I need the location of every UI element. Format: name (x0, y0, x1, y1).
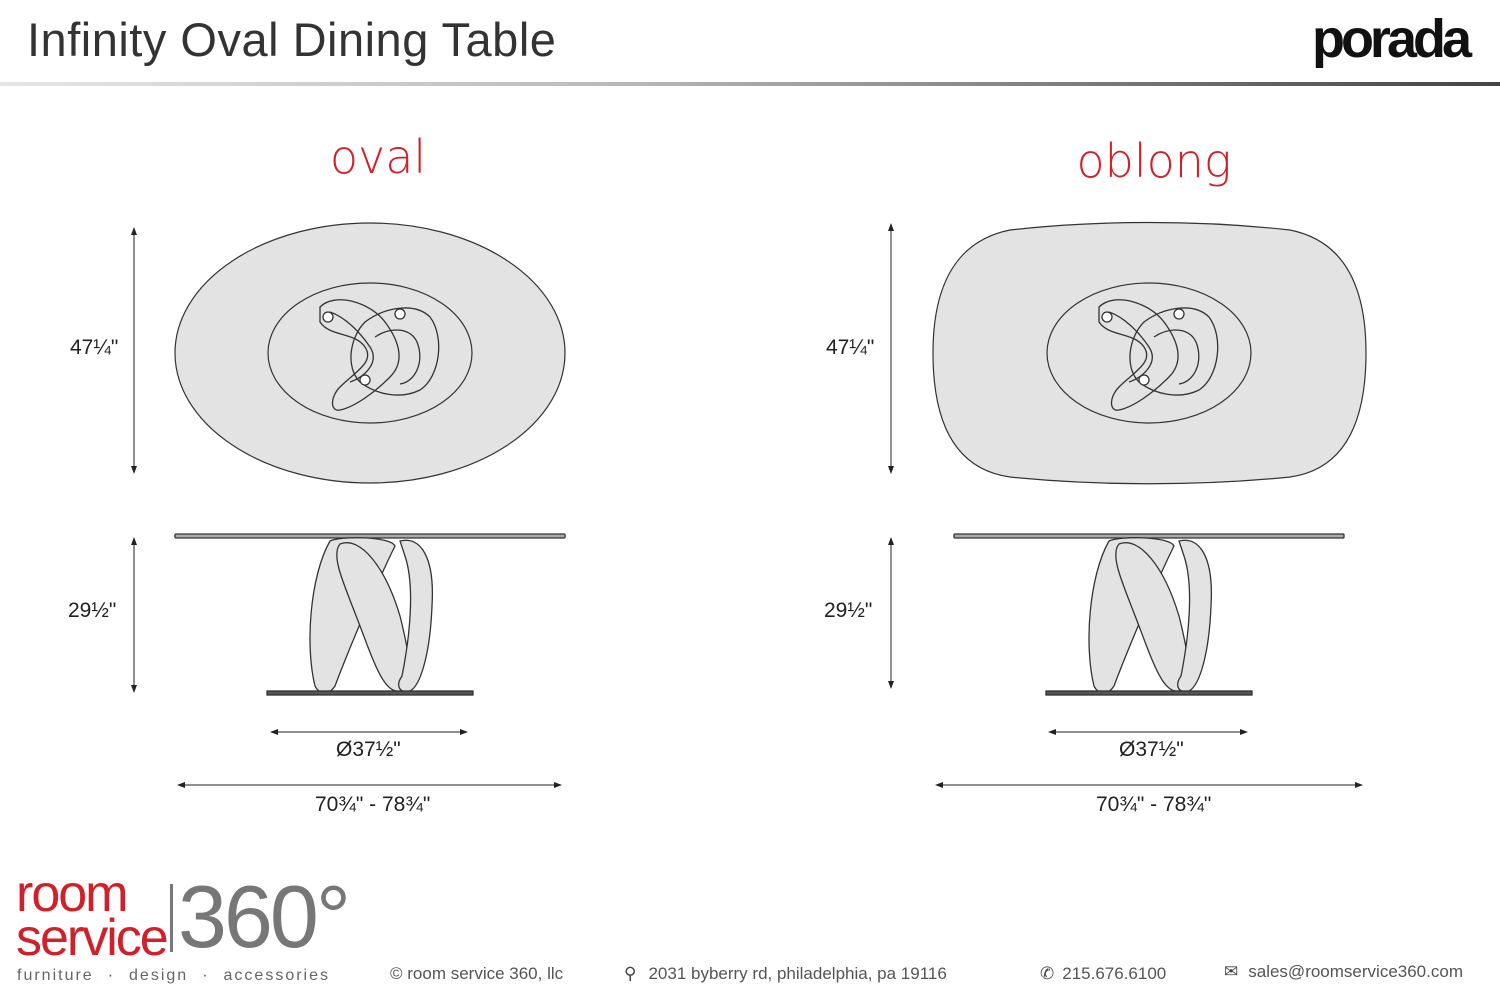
variant-label-oval: oval (329, 130, 427, 184)
dim-height: 29½" (68, 599, 117, 622)
dim-length: 70¾" - 78¾" (315, 793, 431, 816)
side-view-oval (174, 533, 566, 696)
dim-width: 47¼" (70, 336, 119, 359)
room-service-logo: room service (16, 865, 169, 967)
variant-label-oblong: oblong (1076, 134, 1232, 188)
address-text: 2031 byberry rd, philadelphia, pa 19116 (648, 964, 947, 983)
porada-logo: porada (1311, 9, 1472, 69)
tagline-design: design (129, 967, 189, 984)
map-pin-icon: ⚲ (624, 964, 637, 983)
phone-text[interactable]: 215.676.6100 (1062, 964, 1167, 983)
dim-base-diameter: Ø37½" (1119, 738, 1184, 761)
base-outline-top (1046, 282, 1252, 424)
phone-icon: ✆ (1040, 964, 1055, 983)
tagline: furniture·design·accessories (17, 967, 330, 984)
address: ⚲ 2031 byberry rd, philadelphia, pa 19116 (624, 964, 947, 984)
logo-text-service: service (16, 909, 169, 967)
tagline-accessories: accessories (223, 967, 330, 984)
side-view-oblong (953, 533, 1345, 696)
phone: ✆ 215.676.6100 (1040, 964, 1166, 984)
envelope-icon: ✉ (1224, 962, 1239, 981)
dim-base-diameter: Ø37½" (336, 738, 401, 761)
logo-text-room: room (16, 865, 128, 923)
dim-length: 70¾" - 78¾" (1096, 793, 1212, 816)
dim-width: 47¼" (826, 336, 875, 359)
email: ✉ sales@roomservice360.com (1224, 962, 1463, 982)
tagline-furniture: furniture (17, 967, 94, 984)
copyright: © room service 360, llc (390, 964, 564, 983)
dim-height: 29½" (824, 599, 873, 622)
page-title: Infinity Oval Dining Table (27, 13, 557, 66)
logo-360: 360° (178, 867, 351, 966)
base-outline-top (267, 282, 473, 424)
email-link[interactable]: sales@roomservice360.com (1248, 962, 1463, 981)
logo-divider (170, 884, 173, 952)
header-divider (0, 82, 1500, 86)
